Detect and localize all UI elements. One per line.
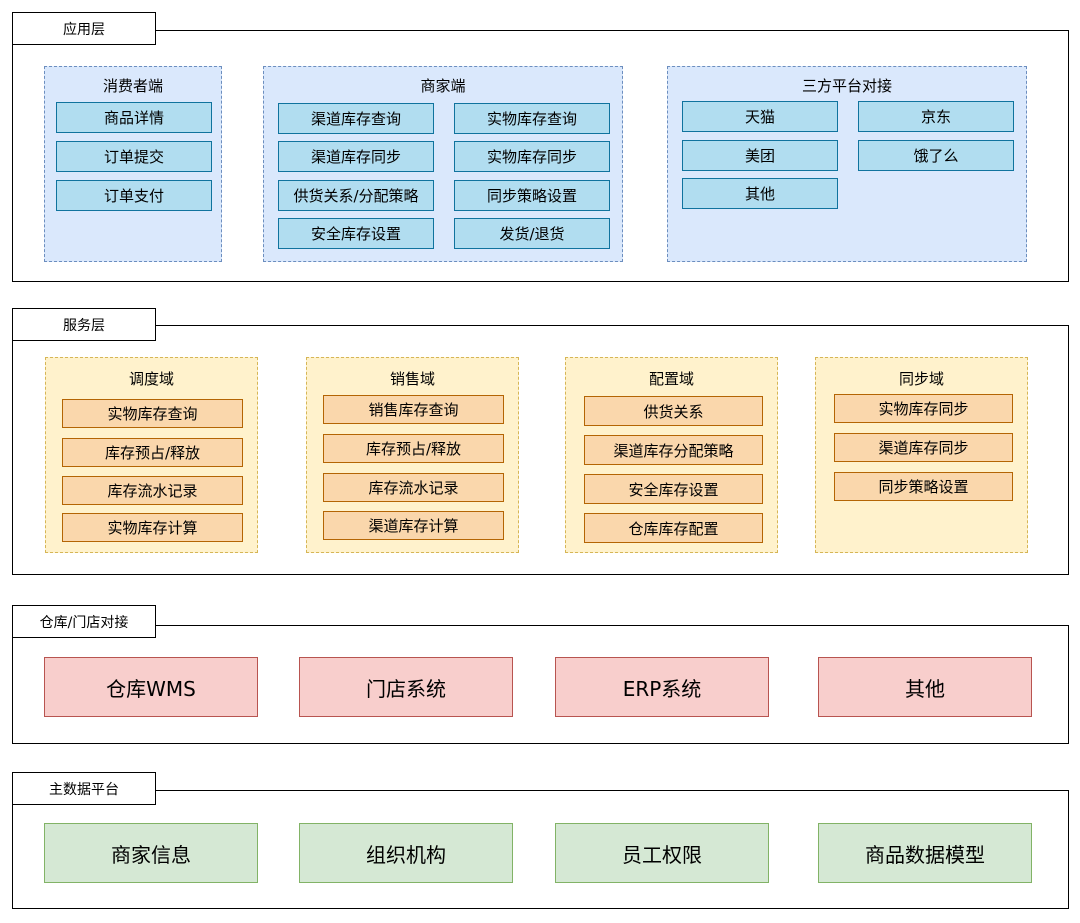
third-party-item: 美团 — [682, 140, 838, 171]
config-domain-item: 安全库存设置 — [584, 474, 763, 504]
sync-domain-item: 同步策略设置 — [834, 472, 1013, 501]
sync-domain-item: 实物库存同步 — [834, 394, 1013, 423]
dispatch-domain-item: 实物库存计算 — [62, 513, 243, 542]
master-data-item: 组织机构 — [299, 823, 513, 883]
sales-domain-item: 销售库存查询 — [323, 395, 504, 424]
master-data-layer-title: 主数据平台 — [12, 772, 156, 805]
third-party-item: 饿了么 — [858, 140, 1014, 171]
service-layer — [12, 325, 1069, 575]
app-layer — [12, 30, 1069, 282]
consumer-item: 商品详情 — [56, 102, 212, 133]
merchant-item: 供货关系/分配策略 — [278, 180, 434, 211]
master-data-layer — [12, 790, 1069, 909]
dispatch-domain: 调度域 实物库存查询 库存预占/释放 库存流水记录 实物库存计算 — [45, 357, 258, 553]
third-party-group-title: 三方平台对接 — [801, 77, 892, 95]
sync-domain-item: 渠道库存同步 — [834, 433, 1013, 462]
sync-domain: 同步域 实物库存同步 渠道库存同步 同步策略设置 — [815, 357, 1028, 553]
merchant-group: 商家端 渠道库存查询 实物库存查询 渠道库存同步 实物库存同步 供货关系/分配策… — [263, 66, 623, 262]
config-domain-item: 渠道库存分配策略 — [584, 435, 763, 465]
third-party-group: 三方平台对接 天猫 京东 美团 饿了么 其他 — [667, 66, 1027, 262]
consumer-group-title: 消费者端 — [102, 77, 163, 95]
sales-domain: 销售域 销售库存查询 库存预占/释放 库存流水记录 渠道库存计算 — [306, 357, 519, 553]
merchant-item: 实物库存同步 — [454, 141, 610, 172]
third-party-item: 天猫 — [682, 101, 838, 132]
app-layer-title: 应用层 — [12, 12, 156, 45]
sync-domain-title: 同步域 — [898, 370, 944, 388]
dispatch-domain-item: 库存预占/释放 — [62, 438, 243, 467]
master-data-item: 员工权限 — [555, 823, 769, 883]
sales-domain-item: 库存预占/释放 — [323, 434, 504, 463]
warehouse-layer — [12, 625, 1069, 744]
dispatch-domain-title: 调度域 — [128, 370, 174, 388]
sales-domain-item: 渠道库存计算 — [323, 511, 504, 540]
consumer-group: 消费者端 商品详情 订单提交 订单支付 — [44, 66, 222, 262]
service-layer-title: 服务层 — [12, 308, 156, 341]
warehouse-layer-title: 仓库/门店对接 — [12, 605, 156, 638]
warehouse-item: 仓库WMS — [44, 657, 258, 717]
merchant-group-title: 商家端 — [420, 77, 466, 95]
third-party-item: 其他 — [682, 178, 838, 209]
config-domain-item: 仓库库存配置 — [584, 513, 763, 543]
warehouse-item: ERP系统 — [555, 657, 769, 717]
dispatch-domain-item: 实物库存查询 — [62, 399, 243, 428]
merchant-item: 实物库存查询 — [454, 103, 610, 134]
merchant-item: 同步策略设置 — [454, 180, 610, 211]
master-data-item: 商家信息 — [44, 823, 258, 883]
warehouse-item: 其他 — [818, 657, 1032, 717]
config-domain: 配置域 供货关系 渠道库存分配策略 安全库存设置 仓库库存配置 — [565, 357, 778, 553]
merchant-item: 渠道库存查询 — [278, 103, 434, 134]
consumer-item: 订单支付 — [56, 180, 212, 211]
sales-domain-item: 库存流水记录 — [323, 473, 504, 502]
consumer-item: 订单提交 — [56, 141, 212, 172]
merchant-item: 渠道库存同步 — [278, 141, 434, 172]
master-data-item: 商品数据模型 — [818, 823, 1032, 883]
config-domain-item: 供货关系 — [584, 396, 763, 426]
merchant-item: 安全库存设置 — [278, 218, 434, 249]
warehouse-item: 门店系统 — [299, 657, 513, 717]
dispatch-domain-item: 库存流水记录 — [62, 476, 243, 505]
third-party-item: 京东 — [858, 101, 1014, 132]
config-domain-title: 配置域 — [648, 370, 694, 388]
sales-domain-title: 销售域 — [389, 370, 435, 388]
merchant-item: 发货/退货 — [454, 218, 610, 249]
